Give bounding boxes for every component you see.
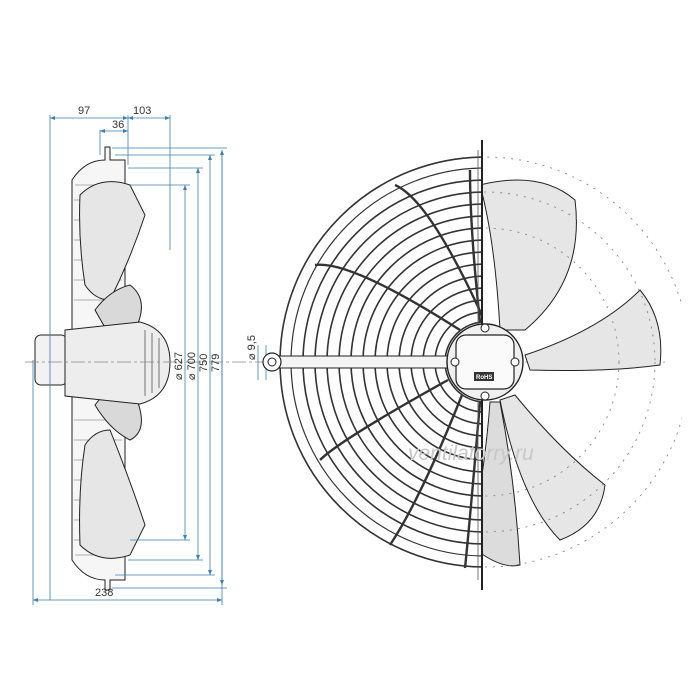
dim-9-5: ⌀ 9,5 bbox=[246, 335, 258, 360]
side-blade-top bbox=[79, 181, 146, 301]
dim-103: 103 bbox=[133, 105, 151, 117]
front-guard-right-rim bbox=[482, 156, 682, 568]
dim-97: 97 bbox=[78, 105, 90, 117]
dimension-lines bbox=[32, 115, 267, 605]
hub-bolt-top bbox=[480, 323, 490, 333]
motor-label-plate bbox=[474, 372, 494, 381]
mounting-hole-inner bbox=[267, 357, 277, 367]
dim-750: 750 bbox=[198, 354, 210, 372]
side-view bbox=[34, 146, 171, 591]
watermark: ventilatorry.ru bbox=[408, 442, 534, 465]
side-motor-mount bbox=[34, 334, 68, 386]
dim-700: ⌀ 700 bbox=[186, 352, 198, 380]
dim-36: 36 bbox=[112, 119, 124, 131]
blade-right bbox=[524, 289, 662, 371]
front-view: RoHS bbox=[262, 140, 682, 590]
side-motor-fins bbox=[144, 330, 160, 396]
dim-779: 779 bbox=[210, 354, 222, 372]
blade-bottom bbox=[482, 401, 521, 567]
hub-bolt-right bbox=[510, 357, 520, 367]
front-guard-struts bbox=[314, 169, 482, 569]
dimension-arrows bbox=[33, 116, 224, 602]
blade-bottom-right bbox=[499, 394, 606, 541]
dim-627: ⌀ 627 bbox=[173, 352, 185, 380]
hub-bolt-left bbox=[450, 357, 460, 367]
dim-238: 238 bbox=[95, 587, 113, 599]
mounting-rail bbox=[267, 355, 459, 369]
hub-bolt-bottom bbox=[480, 391, 490, 401]
side-motor-body bbox=[64, 321, 171, 405]
side-blade-bottom bbox=[79, 429, 146, 559]
motor-label: RoHS bbox=[476, 375, 492, 381]
front-blades bbox=[482, 179, 662, 567]
blade-top bbox=[482, 179, 577, 331]
